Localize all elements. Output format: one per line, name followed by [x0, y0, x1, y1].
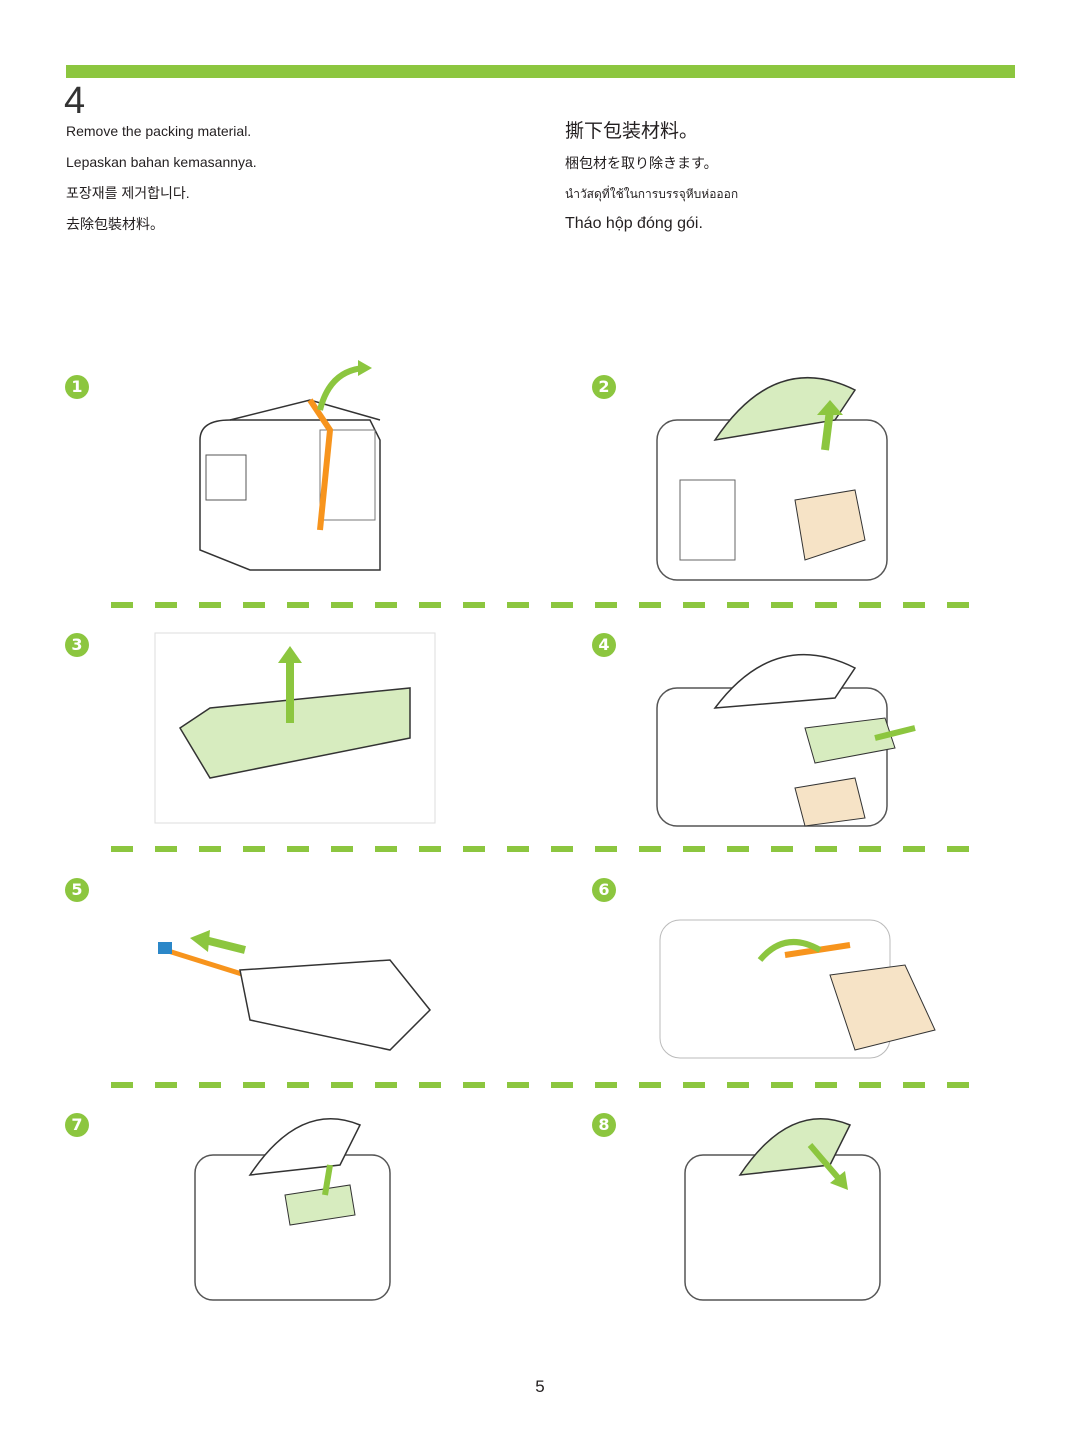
- page-number: 5: [535, 1377, 545, 1396]
- instruction-english: Remove the packing material.: [66, 123, 252, 139]
- instruction-traditional-chinese: 去除包裝材料。: [66, 216, 164, 232]
- instruction-simplified-chinese: 撕下包装材料。: [565, 121, 699, 142]
- step-badge-5: 5: [65, 878, 89, 902]
- printer-open-cover-remove-paper-icon: [656, 377, 888, 581]
- instruction-japanese: 梱包材を取り除きます。: [565, 155, 718, 171]
- insert-cartridge-icon: [194, 1118, 391, 1301]
- pull-cartridge-tab-icon: [158, 930, 432, 1051]
- printer-remove-tape-icon: [199, 360, 381, 571]
- separator-3: [111, 1082, 977, 1088]
- step-number: 4: [64, 80, 86, 122]
- header-bar: [66, 65, 1015, 78]
- separator-2: [111, 846, 977, 852]
- step-badge-6: 6: [592, 878, 616, 902]
- step-badge-8: 8: [592, 1113, 616, 1137]
- step-badge-4: 4: [592, 633, 616, 657]
- step-badge-2: 2: [592, 375, 616, 399]
- remove-toner-cartridge-icon: [656, 653, 916, 827]
- instructions-right: 撕下包装材料。 梱包材を取り除きます。 นำวัสดุที่ใช้ในการบร…: [565, 120, 738, 246]
- remove-packing-insert-icon: [154, 632, 436, 824]
- separator-1: [111, 602, 977, 608]
- instruction-indonesian: Lepaskan bahan kemasannya.: [66, 154, 257, 170]
- instruction-vietnamese: Tháo hộp đóng gói.: [565, 215, 703, 232]
- instruction-thai: นำวัสดุที่ใช้ในการบรรจุหีบห่อออก: [565, 187, 739, 201]
- instructions-left: Remove the packing material. Lepaskan ba…: [66, 122, 257, 246]
- instruction-korean: 포장재를 제거합니다.: [66, 185, 190, 201]
- step-badge-1: 1: [65, 375, 89, 399]
- close-top-cover-icon: [684, 1118, 881, 1301]
- step-badge-3: 3: [65, 633, 89, 657]
- remove-roller-packing-icon: [659, 919, 936, 1059]
- step-badge-7: 7: [65, 1113, 89, 1137]
